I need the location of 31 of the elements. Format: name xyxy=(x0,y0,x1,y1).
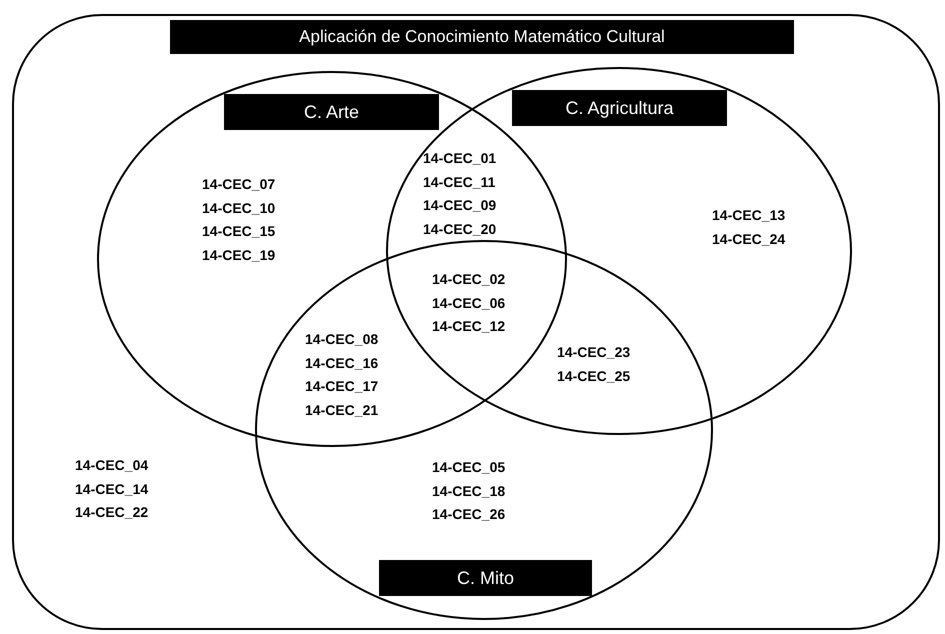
set-ellipse xyxy=(386,67,852,435)
member-code: 14-CEC_19 xyxy=(202,246,276,264)
member-code: 14-CEC_01 xyxy=(423,150,496,167)
member-code: 14-CEC_04 xyxy=(75,457,148,474)
set-heading: C. Mito xyxy=(379,560,592,596)
member-code: 14-CEC_24 xyxy=(712,230,786,248)
member-code: 14-CEC_10 xyxy=(202,200,276,216)
member-code: 14-CEC_13 xyxy=(712,207,786,224)
set-heading: C. Arte xyxy=(224,94,439,130)
member-code: 14-CEC_05 xyxy=(432,459,506,476)
member-code: 14-CEC_11 xyxy=(423,174,496,190)
title-bar: Aplicación de Conocimiento Matemático Cultural xyxy=(170,20,794,54)
member-code: 14-CEC_08 xyxy=(305,331,378,348)
member-code: 14-CEC_22 xyxy=(75,504,148,521)
member-code: 14-CEC_09 xyxy=(423,197,496,214)
member-code: 14-CEC_18 xyxy=(432,482,506,500)
member-code: 14-CEC_23 xyxy=(557,344,630,361)
member-code: 14-CEC_17 xyxy=(305,378,378,395)
outer-frame xyxy=(12,14,940,630)
member-code: 14-CEC_15 xyxy=(202,223,276,240)
set-heading: C. Agricultura xyxy=(512,90,727,126)
member-code: 14-CEC_21 xyxy=(305,402,378,418)
member-code: 14-CEC_16 xyxy=(305,354,378,372)
member-code: 14-CEC_12 xyxy=(432,318,506,335)
member-code: 14-CEC_25 xyxy=(557,368,630,384)
member-code: 14-CEC_07 xyxy=(202,176,276,193)
member-code: 14-CEC_26 xyxy=(432,506,506,523)
member-code: 14-CEC_14 xyxy=(75,480,148,498)
member-code: 14-CEC_20 xyxy=(423,220,496,238)
member-code: 14-CEC_02 xyxy=(432,271,506,288)
member-code: 14-CEC_06 xyxy=(432,294,506,312)
